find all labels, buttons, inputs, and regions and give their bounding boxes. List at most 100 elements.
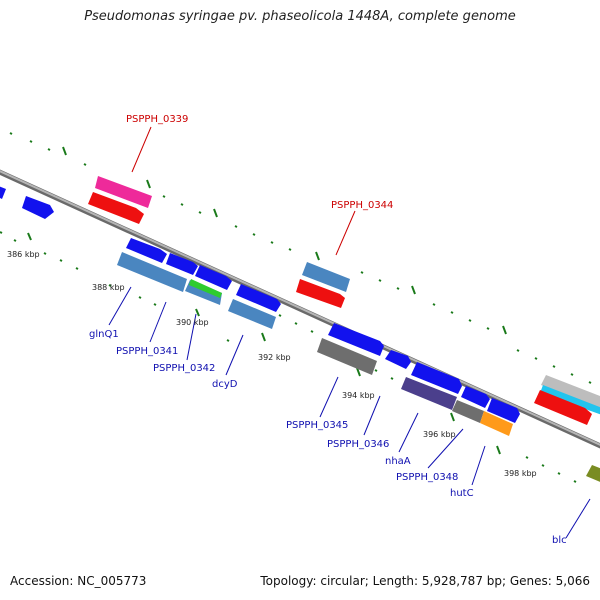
tick-mark	[180, 203, 184, 206]
gene-arrow[interactable]	[401, 377, 457, 410]
tick-mark	[356, 367, 361, 377]
tick-mark	[27, 232, 32, 241]
tick-mark	[310, 330, 314, 333]
scale-label: 398 kbp	[504, 469, 537, 478]
inner-tick-ring	[0, 231, 577, 483]
tick-mark	[360, 271, 364, 274]
gene-label-PSPPH_0345[interactable]: PSPPH_0345	[286, 420, 348, 431]
tick-mark	[396, 287, 400, 290]
gene-arrow[interactable]	[328, 323, 384, 356]
gene-arrow[interactable]	[461, 386, 490, 408]
tick-mark	[29, 140, 33, 143]
gene-arrow[interactable]	[541, 375, 600, 410]
gene-arrow[interactable]	[189, 279, 222, 298]
scale-label: 392 kbp	[258, 353, 291, 362]
gene-labels: PSPPH_0339 PSPPH_0344 glnQ1 PSPPH_0341 P…	[89, 114, 567, 546]
gene-label-PSPPH_0341[interactable]: PSPPH_0341	[116, 346, 178, 357]
map-title: Pseudomonas syringae pv. phaseolicola 14…	[84, 9, 516, 24]
tick-mark	[252, 233, 256, 236]
tick-mark	[378, 279, 382, 282]
gene-label-PSPPH_0348[interactable]: PSPPH_0348	[396, 472, 458, 483]
gene-label-hutC[interactable]: hutC	[450, 488, 474, 499]
tick-mark	[516, 349, 520, 352]
tick-mark	[108, 284, 112, 287]
scale-label: 396 kbp	[423, 430, 456, 439]
tick-mark	[162, 195, 166, 198]
tick-mark	[450, 412, 455, 422]
gene-arrow[interactable]	[480, 411, 513, 436]
tick-mark	[573, 480, 577, 483]
tick-mark	[411, 285, 416, 295]
gene-arrow[interactable]	[487, 398, 520, 423]
tick-mark	[390, 377, 394, 380]
tick-mark	[552, 365, 556, 368]
scale-label: 390 kbp	[176, 318, 209, 327]
gene-arrow[interactable]	[22, 196, 54, 219]
gene-label-PSPPH_0339[interactable]: PSPPH_0339	[126, 114, 188, 125]
gene-arrow[interactable]	[117, 252, 187, 292]
outer-tick-ring	[9, 132, 592, 384]
scale-label: 386 kbp	[7, 250, 40, 259]
gene-label-nhaA[interactable]: nhaA	[385, 456, 411, 467]
gene-arrow[interactable]	[195, 265, 232, 290]
tick-mark	[278, 314, 282, 317]
gene-arrow[interactable]	[296, 279, 345, 308]
gene-arrow[interactable]	[317, 338, 377, 375]
tick-mark	[432, 303, 436, 306]
genome-backbone	[0, 169, 600, 449]
gene-arrow[interactable]	[166, 253, 198, 275]
gene-label-PSPPH_0346[interactable]: PSPPH_0346	[327, 439, 389, 450]
tick-mark	[502, 325, 507, 335]
tick-mark	[588, 381, 592, 384]
tick-mark	[374, 369, 378, 372]
tick-mark	[534, 357, 538, 360]
tick-mark	[468, 319, 472, 322]
tick-mark	[525, 456, 529, 459]
gene-arrow[interactable]	[95, 176, 152, 208]
tick-mark	[83, 163, 87, 166]
gene-arrow[interactable]	[236, 284, 281, 312]
gene-arrow[interactable]	[0, 185, 6, 199]
gene-arrow[interactable]	[411, 362, 462, 394]
gene-label-dcyD[interactable]: dcyD	[212, 379, 238, 390]
gene-arrow[interactable]	[385, 350, 411, 369]
tick-mark	[138, 296, 142, 299]
forward-strand-genes	[0, 176, 600, 484]
tick-mark	[486, 327, 490, 330]
gene-arrow[interactable]	[540, 385, 600, 416]
gene-arrow[interactable]	[452, 400, 484, 423]
tick-mark	[557, 472, 561, 475]
genome-summary: Topology: circular; Length: 5,928,787 bp…	[260, 574, 590, 588]
tick-mark	[294, 322, 298, 325]
gene-label-blc[interactable]: blc	[552, 535, 567, 546]
gene-label-PSPPH_0344[interactable]: PSPPH_0344	[331, 200, 393, 211]
tick-mark	[541, 464, 545, 467]
gene-arrow[interactable]	[126, 238, 167, 263]
gene-arrow[interactable]	[586, 465, 600, 484]
scale-labels: 386 kbp 388 kbp 390 kbp 392 kbp 394 kbp …	[7, 250, 537, 478]
tick-mark	[47, 148, 51, 151]
gene-arrow[interactable]	[302, 262, 350, 292]
tick-mark	[496, 445, 501, 455]
scale-label: 394 kbp	[342, 391, 375, 400]
scale-label: 388 kbp	[92, 283, 125, 292]
tick-mark	[146, 179, 151, 189]
gene-label-PSPPH_0342[interactable]: PSPPH_0342	[153, 363, 215, 374]
tick-mark	[261, 332, 266, 342]
tick-mark	[450, 311, 454, 314]
tick-mark	[9, 132, 13, 135]
gene-label-glnQ1[interactable]: glnQ1	[89, 329, 119, 340]
gene-arrow[interactable]	[534, 390, 592, 425]
tick-mark	[198, 211, 202, 214]
gene-arrow[interactable]	[88, 192, 144, 224]
tick-mark	[59, 259, 63, 262]
tick-mark	[0, 231, 3, 234]
tick-mark	[234, 225, 238, 228]
tick-mark	[570, 373, 574, 376]
tick-mark	[153, 303, 157, 306]
tick-mark	[43, 252, 47, 255]
gene-arrow[interactable]	[228, 299, 276, 329]
tick-mark	[13, 239, 17, 242]
